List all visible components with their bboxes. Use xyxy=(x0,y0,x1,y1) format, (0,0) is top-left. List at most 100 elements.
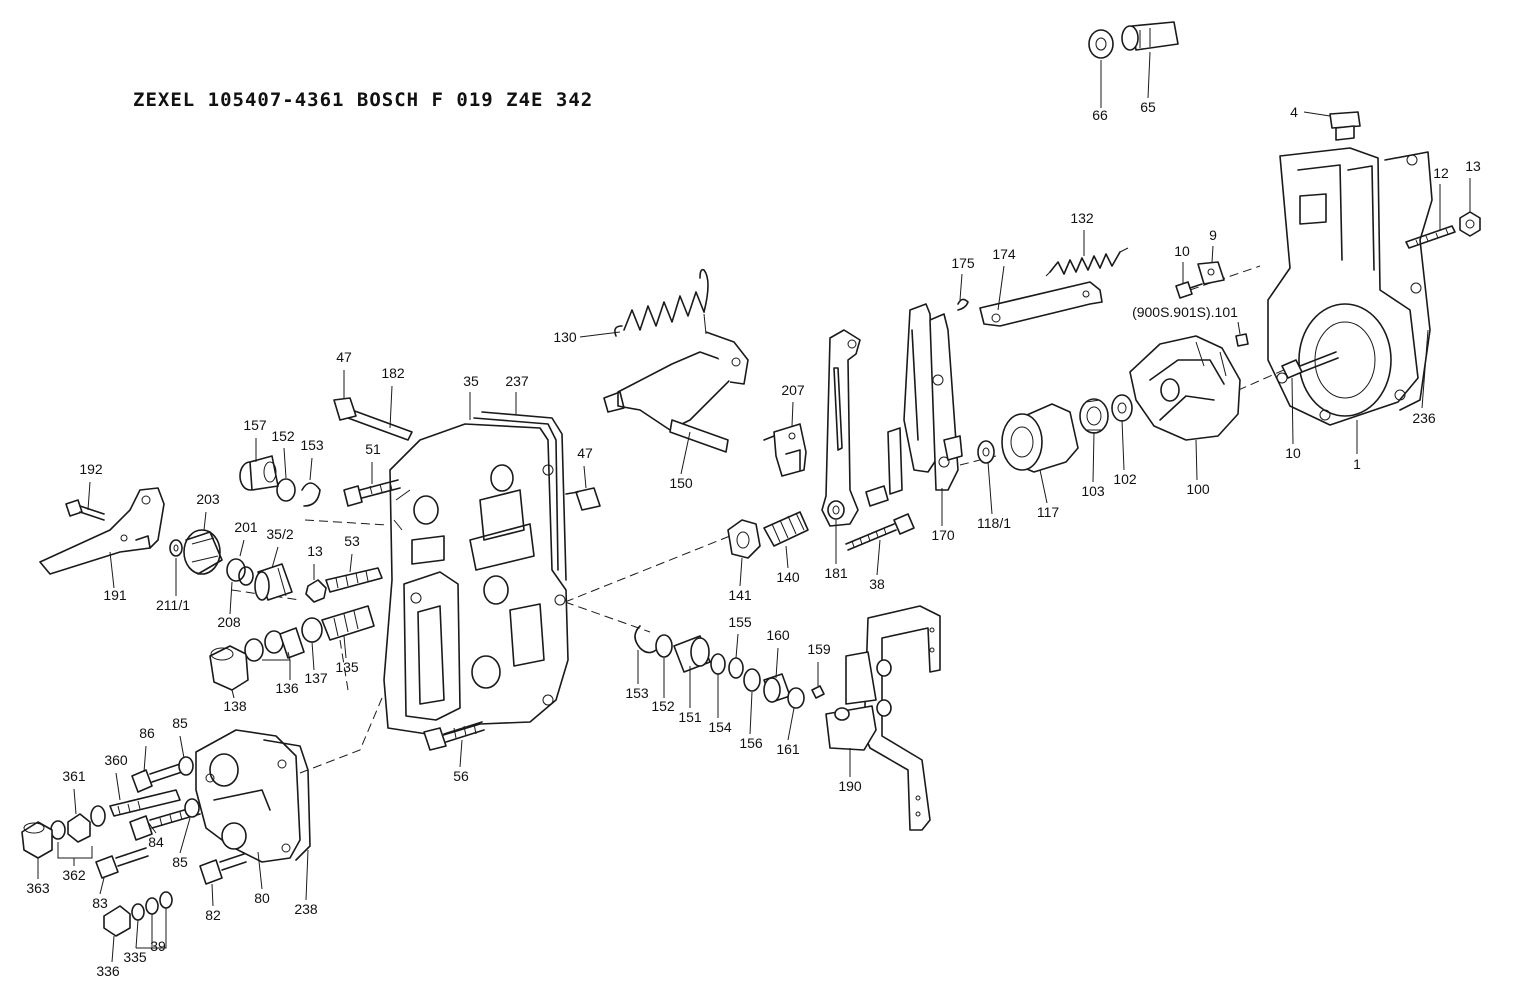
callout-361: 361 xyxy=(62,768,86,784)
screw-135 xyxy=(321,605,375,641)
callout-82: 82 xyxy=(205,907,221,923)
callout-12: 12 xyxy=(1433,165,1449,181)
callout-336: 336 xyxy=(96,963,120,979)
bracket-9 xyxy=(1197,261,1225,285)
stack-336-335-39 xyxy=(103,891,173,937)
lever-shaft-150 xyxy=(603,331,749,453)
washer-85-upper xyxy=(178,756,194,776)
callout-141: 141 xyxy=(728,587,752,603)
sleeve-117 xyxy=(1001,403,1079,473)
key-159 xyxy=(811,685,825,699)
callout-152a: 152 xyxy=(271,428,295,444)
washer-102 xyxy=(1111,394,1133,422)
nut-13-top xyxy=(1459,211,1481,237)
callout-35_2: 35/2 xyxy=(266,526,293,542)
filler-plug-4 xyxy=(1329,111,1361,141)
bolt-51 xyxy=(343,479,401,507)
callout-56: 56 xyxy=(453,768,469,784)
callout-175: 175 xyxy=(951,255,975,271)
callout-191: 191 xyxy=(103,587,127,603)
callout-138: 138 xyxy=(223,698,247,714)
washer-136 xyxy=(244,627,305,662)
governor-housing-1 xyxy=(1267,147,1433,426)
washers-362 xyxy=(50,820,66,840)
piston-160 xyxy=(763,673,791,703)
clip-175 xyxy=(957,298,969,311)
washer-161 xyxy=(787,687,805,709)
callout-13b: 13 xyxy=(307,543,323,559)
lever-170 xyxy=(903,303,963,491)
callout-102: 102 xyxy=(1113,471,1137,487)
callout-84: 84 xyxy=(148,834,164,850)
callout-157: 157 xyxy=(243,417,267,433)
callout-362: 362 xyxy=(62,867,86,883)
callout-192: 192 xyxy=(79,461,103,477)
callout-51: 51 xyxy=(365,441,381,457)
callout-13a: 13 xyxy=(1465,158,1481,174)
callout-9: 9 xyxy=(1209,227,1217,243)
callout-53: 53 xyxy=(344,533,360,549)
nut-361 xyxy=(67,805,106,843)
washer-66 xyxy=(1088,29,1114,59)
callout-152b: 152 xyxy=(651,698,675,714)
flyweight-holder-100 xyxy=(1129,335,1241,441)
bolt-38 xyxy=(845,513,915,551)
callout-900s: (900S.901S).101 xyxy=(1132,304,1238,320)
callout-238: 238 xyxy=(294,901,318,917)
spring-132 xyxy=(1045,247,1129,277)
washer-211-1 xyxy=(169,539,183,557)
callout-135: 135 xyxy=(335,659,359,675)
bolt-86 xyxy=(131,761,189,793)
callout-137: 137 xyxy=(304,670,328,686)
stud-12 xyxy=(1405,225,1456,249)
lever-181 xyxy=(821,329,861,527)
callout-360: 360 xyxy=(104,752,128,768)
callout-85b: 85 xyxy=(172,854,188,870)
screw-53 xyxy=(325,567,383,593)
callout-155: 155 xyxy=(728,614,752,630)
callout-1: 1 xyxy=(1353,456,1361,472)
callout-170: 170 xyxy=(931,527,955,543)
cap-nut-138 xyxy=(209,645,249,691)
washer-155 xyxy=(728,657,744,679)
block-207 xyxy=(763,423,807,477)
pin-block-181 xyxy=(865,427,903,507)
callout-38: 38 xyxy=(869,576,885,592)
callout-117: 117 xyxy=(1037,504,1060,520)
callout-140: 140 xyxy=(776,569,800,585)
callout-80: 80 xyxy=(254,890,270,906)
washer-118-1 xyxy=(977,440,995,464)
snap-ring-153-left xyxy=(301,482,321,507)
callout-39: 39 xyxy=(150,938,166,954)
bolt-192 xyxy=(65,499,105,521)
bolt-47-right xyxy=(565,487,601,511)
ring-208 xyxy=(226,558,254,586)
callout-136: 136 xyxy=(275,680,299,696)
callout-83: 83 xyxy=(92,895,108,911)
sleeve-151 xyxy=(673,635,711,673)
callout-208: 208 xyxy=(217,614,241,630)
callout-86: 86 xyxy=(139,725,155,741)
plug-157 xyxy=(239,455,279,491)
callout-130: 130 xyxy=(553,329,577,345)
callout-211_1: 211/1 xyxy=(156,597,190,613)
callout-237: 237 xyxy=(505,373,529,389)
bearing-103 xyxy=(1079,398,1109,434)
stud-360 xyxy=(109,789,181,817)
callout-190: 190 xyxy=(838,778,862,794)
callout-156: 156 xyxy=(739,735,763,751)
callout-201: 201 xyxy=(234,519,258,535)
bolt-83 xyxy=(95,847,149,879)
bolt-10-upper xyxy=(1175,281,1203,299)
bushing-35-2 xyxy=(254,563,293,601)
callout-182: 182 xyxy=(381,365,405,381)
snap-ring-153-right xyxy=(634,625,657,654)
callout-10b: 10 xyxy=(1285,445,1301,461)
callout-363: 363 xyxy=(26,880,50,896)
callout-118_1: 118/1 xyxy=(977,515,1011,531)
cap-nut-363 xyxy=(21,821,53,859)
callout-66: 66 xyxy=(1092,107,1108,123)
boot-203 xyxy=(183,529,223,575)
